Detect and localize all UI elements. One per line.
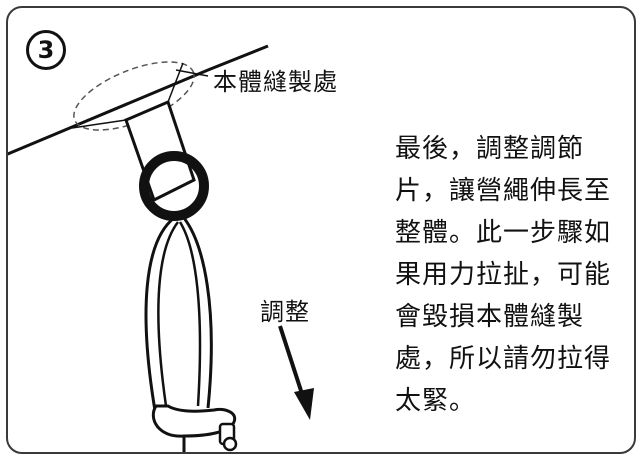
instruction-line: 果用力拉扯，可能	[395, 260, 612, 290]
tent-fabric-edge	[8, 44, 269, 156]
callout-leader-line	[175, 69, 209, 77]
guyline-loop-inner3	[178, 221, 202, 407]
sewn-area-callout-label: 本體縫製處	[213, 68, 338, 96]
instruction-text: 最後，調整調節 片，讓營繩伸長至 整體。此一步驟如 果用力拉扯，可能 會毀損本體…	[395, 128, 634, 422]
metal-ring	[139, 151, 209, 221]
illustration-panel: 3 本體縫製處 調整 最後，調整調節 片，讓營繩伸長至 整體。此	[6, 6, 636, 454]
instruction-line: 整體。此一步驟如	[395, 218, 612, 248]
step-number-badge: 3	[26, 30, 66, 70]
instruction-line: 片，讓營繩伸長至	[395, 176, 612, 206]
tab-seam-line-left	[71, 119, 127, 129]
guyline-loop-inner2	[157, 221, 179, 407]
adjust-arrow-shaft	[278, 325, 306, 401]
line-adjuster	[151, 404, 237, 438]
instruction-line: 最後，調整調節	[395, 134, 585, 164]
guyline-loop-inner	[182, 217, 213, 409]
instruction-line: 太緊。	[395, 386, 477, 416]
instruction-line: 會毀損本體縫製	[395, 302, 585, 332]
tent-guyline-illustration	[8, 44, 314, 452]
instruction-line: 處，所以請勿拉得	[395, 344, 612, 374]
tab-seam-line-right	[167, 62, 184, 103]
adjust-arrow-head	[294, 388, 314, 420]
guyline-loop-outer	[144, 216, 175, 429]
adjust-label: 調整	[260, 298, 310, 326]
webbing-tab	[124, 99, 196, 203]
adjuster-bead	[222, 436, 238, 452]
